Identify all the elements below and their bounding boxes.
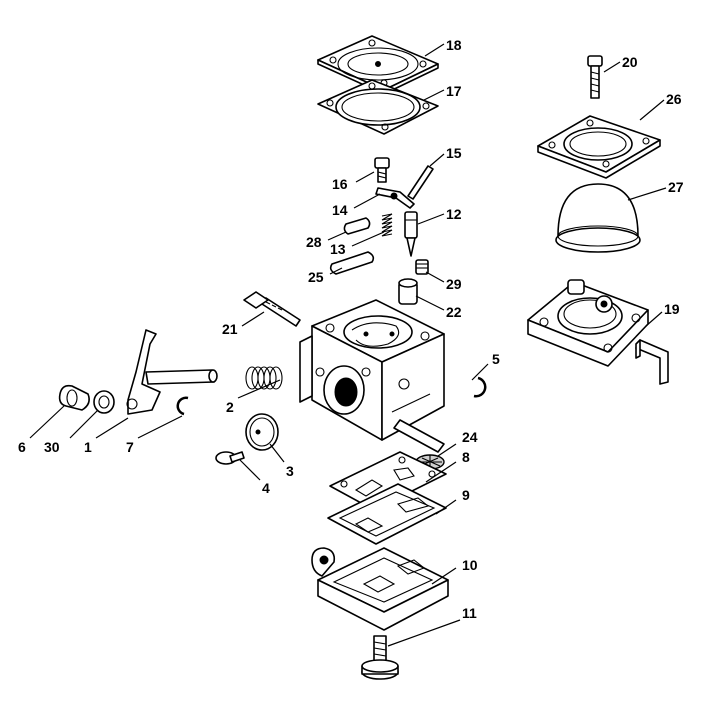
label-28: 28 bbox=[306, 234, 322, 250]
part-16-screw bbox=[374, 157, 390, 183]
label-15: 15 bbox=[446, 145, 462, 161]
leader-lines bbox=[29, 43, 667, 647]
label-10: 10 bbox=[462, 557, 478, 573]
label-11: 11 bbox=[462, 605, 477, 621]
label-7: 7 bbox=[126, 439, 134, 455]
part-19-primer-housing bbox=[527, 279, 669, 385]
part-21-throttle-shaft bbox=[243, 291, 301, 327]
part-2-spring bbox=[245, 366, 283, 390]
part-26-gasket bbox=[537, 115, 661, 179]
part-12-inlet-needle bbox=[404, 211, 418, 257]
label-13: 13 bbox=[330, 241, 346, 257]
part-13-spring bbox=[381, 213, 393, 237]
label-1: 1 bbox=[84, 439, 92, 455]
part-7-circlip bbox=[176, 396, 189, 416]
label-14: 14 bbox=[332, 202, 348, 218]
label-2: 2 bbox=[226, 399, 234, 415]
part-6-sleeve bbox=[58, 384, 90, 411]
part-3-throttle-plate bbox=[245, 413, 279, 451]
part-1-throttle-lever bbox=[126, 329, 218, 415]
part-29-jet bbox=[415, 259, 429, 275]
part-28-block bbox=[343, 217, 371, 235]
carburetor-body bbox=[299, 299, 445, 453]
label-20: 20 bbox=[622, 54, 638, 70]
label-22: 22 bbox=[446, 304, 462, 320]
label-9: 9 bbox=[462, 487, 470, 503]
part-9-gasket bbox=[327, 483, 447, 545]
label-16: 16 bbox=[332, 176, 348, 192]
label-12: 12 bbox=[446, 206, 462, 222]
part-15-pin bbox=[407, 165, 434, 200]
label-8: 8 bbox=[462, 449, 470, 465]
part-5-circlip bbox=[473, 376, 487, 398]
label-30: 30 bbox=[44, 439, 60, 455]
part-10-pump-cover bbox=[311, 547, 449, 631]
label-6: 6 bbox=[18, 439, 26, 455]
label-5: 5 bbox=[492, 351, 500, 367]
label-21: 21 bbox=[222, 321, 238, 337]
part-11-screw bbox=[361, 635, 399, 680]
part-17-gasket bbox=[317, 79, 439, 135]
label-29: 29 bbox=[446, 276, 462, 292]
callout-labels: 18 17 15 16 14 12 28 13 25 29 22 21 20 2… bbox=[18, 37, 684, 621]
label-17: 17 bbox=[446, 83, 462, 99]
part-22-bushing bbox=[398, 278, 418, 305]
label-3: 3 bbox=[286, 463, 294, 479]
part-27-primer-bulb bbox=[555, 183, 641, 253]
label-26: 26 bbox=[666, 91, 682, 107]
label-24: 24 bbox=[462, 429, 478, 445]
label-27: 27 bbox=[668, 179, 684, 195]
label-19: 19 bbox=[664, 301, 680, 317]
part-20-screw bbox=[587, 55, 603, 99]
part-4-screw bbox=[215, 451, 245, 465]
label-25: 25 bbox=[308, 269, 324, 285]
label-18: 18 bbox=[446, 37, 462, 53]
part-14-metering-lever bbox=[375, 187, 415, 209]
label-4: 4 bbox=[262, 480, 270, 496]
part-30-washer bbox=[93, 390, 115, 414]
